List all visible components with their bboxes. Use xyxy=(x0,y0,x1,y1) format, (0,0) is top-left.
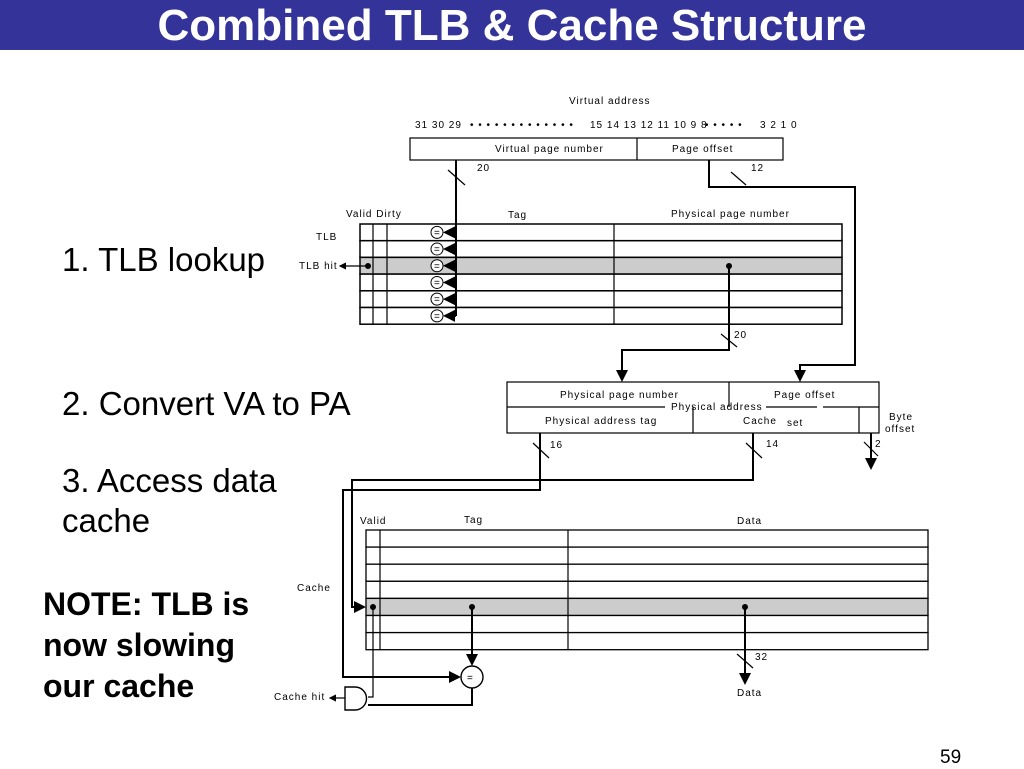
virtual-address-box xyxy=(409,137,784,161)
comparator-icon xyxy=(430,292,444,306)
pa-ppn-label: Physical page number xyxy=(560,390,679,401)
pa-tag-label: Physical address tag xyxy=(545,416,657,427)
step-convert-va-pa: 2. Convert VA to PA xyxy=(62,385,351,422)
bits-low: 3 2 1 0 xyxy=(760,120,798,131)
width-2: 2 xyxy=(875,439,882,450)
width-20b: 20 xyxy=(734,330,747,341)
cache-row xyxy=(365,546,929,565)
comparator-icon xyxy=(430,242,444,256)
valid-dirty-label: Valid Dirty xyxy=(346,209,402,220)
note-line-1: NOTE: TLB is xyxy=(43,586,250,622)
comparator-eq: = xyxy=(434,278,441,289)
tlb-label: TLB xyxy=(316,232,337,243)
cache-row xyxy=(365,597,929,617)
comparator-icon xyxy=(430,259,444,273)
va-page-offset-label: Page offset xyxy=(672,144,733,155)
tlb-hit-label: TLB hit xyxy=(299,261,338,272)
cache-set-label: Cache xyxy=(743,416,777,427)
tlb-row xyxy=(359,306,843,325)
cache-row xyxy=(365,529,929,548)
cache-hit-label: Cache hit xyxy=(274,692,325,703)
note-line-2: now slowing xyxy=(43,627,235,663)
tlb-comparators: = = = = = = xyxy=(430,225,456,323)
cache-valid-label: Valid xyxy=(360,516,387,527)
cache-comparator xyxy=(460,665,484,689)
pa-page-offset-label: Page offset xyxy=(774,390,835,401)
step-access-data: 3. Access data xyxy=(62,462,277,499)
tlb-tag-label: Tag xyxy=(508,210,527,221)
comparator-eq: = xyxy=(434,261,441,272)
byte-label: Byte xyxy=(889,412,913,423)
cache-comparator-eq: = xyxy=(467,673,474,684)
cache-table xyxy=(365,529,929,651)
cache-data-label: Data xyxy=(737,516,762,527)
step-access-data-cont: cache xyxy=(62,502,151,539)
cache-row xyxy=(365,580,929,600)
cache-row xyxy=(365,563,929,582)
comparator-eq: = xyxy=(434,228,441,239)
bits-dots: • • • • • • • • • • • • • xyxy=(470,120,574,131)
junction-dots xyxy=(365,263,748,610)
set-label: set xyxy=(787,418,803,429)
comparator-eq: = xyxy=(434,245,441,256)
bits-mid: 15 14 13 12 11 10 9 8 xyxy=(590,120,708,131)
width-32: 32 xyxy=(755,652,768,663)
page-number: 59 xyxy=(940,747,962,768)
tlb-ppn-label: Physical page number xyxy=(671,209,790,220)
comparator-eq: = xyxy=(434,295,441,306)
bits-high: 31 30 29 xyxy=(415,120,462,131)
note-line-3: our cache xyxy=(43,668,195,704)
and-gate xyxy=(344,686,368,711)
physical-address-label: Physical address xyxy=(671,402,763,413)
cache-row xyxy=(365,631,929,651)
comparator-icon xyxy=(430,225,444,239)
width-14: 14 xyxy=(766,439,779,450)
slide-title: Combined TLB & Cache Structure xyxy=(157,1,867,50)
width-16: 16 xyxy=(550,440,563,451)
tlb-table xyxy=(359,223,843,325)
width-20: 20 xyxy=(477,163,490,174)
data-output-label: Data xyxy=(737,688,762,699)
step-tlb-lookup: 1. TLB lookup xyxy=(62,241,266,278)
vpn-label: Virtual page number xyxy=(495,144,604,155)
virtual-address-label: Virtual address xyxy=(569,96,651,107)
bits-dots-2: • • • • • xyxy=(705,120,743,131)
title-bar xyxy=(0,0,1024,50)
comparator-icon xyxy=(430,309,444,323)
cache-row xyxy=(365,614,929,634)
comparator-icon xyxy=(430,275,444,289)
wires xyxy=(328,137,880,711)
cache-label: Cache xyxy=(297,583,331,594)
cache-tag-label: Tag xyxy=(464,515,483,526)
width-12: 12 xyxy=(751,163,764,174)
offset-label: offset xyxy=(885,424,915,435)
comparator-eq: = xyxy=(434,311,441,322)
